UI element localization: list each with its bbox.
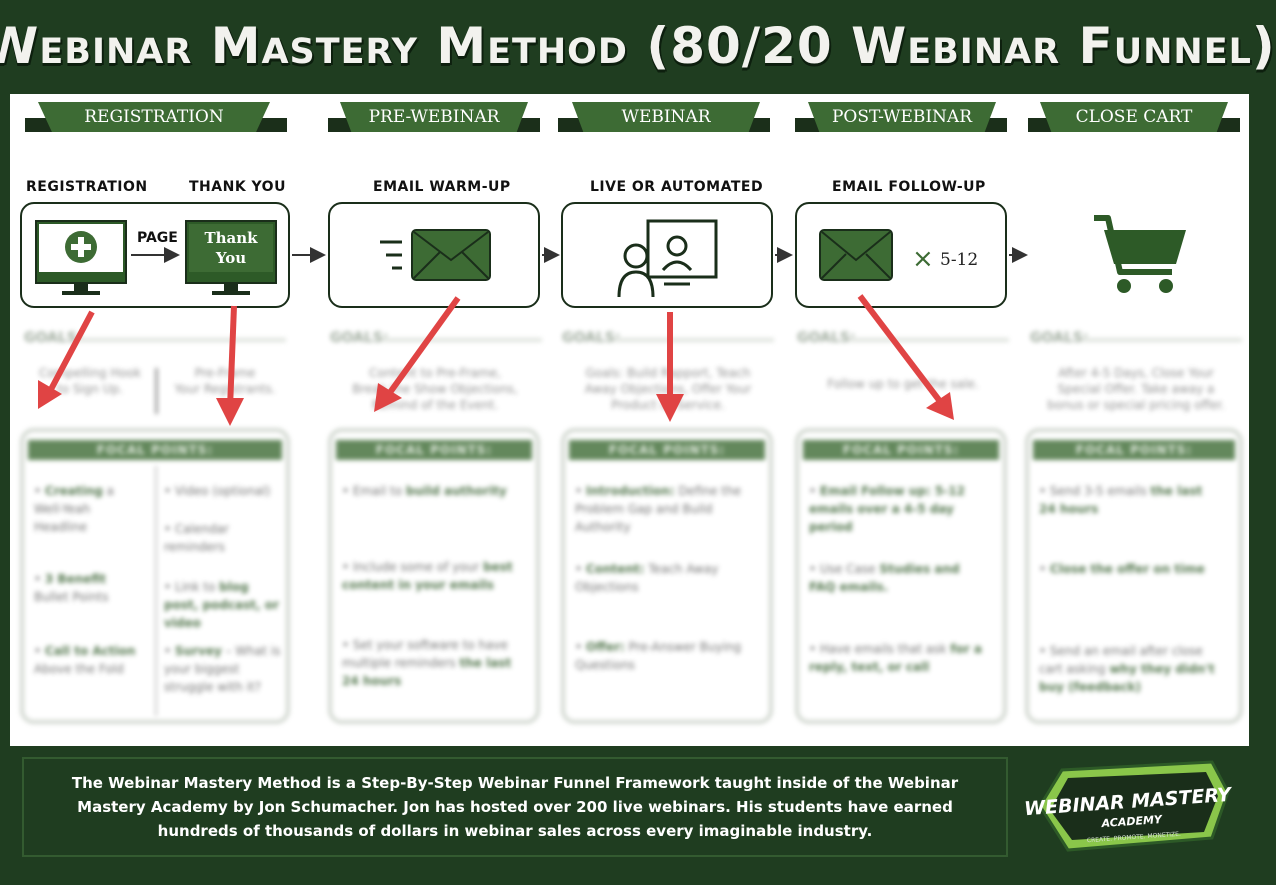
goals-text: Follow up to get the sale. <box>797 376 1009 392</box>
red-arrow <box>38 310 95 409</box>
focal-item: • Offer: Pre-Answer Buying Questions <box>575 640 742 672</box>
focal-header: FOCAL POINTS: <box>569 440 765 460</box>
stage-banner-webinar: WEBINAR <box>572 102 760 132</box>
focal-item: • Creating a Well-Yeah Headline <box>34 484 115 534</box>
sublabel-email-followup: EMAIL FOLLOW-UP <box>832 179 986 195</box>
goals-title: GOALS: <box>1030 330 1089 346</box>
goals-line-text: After 4-5 Days, Close Your <box>1058 366 1214 380</box>
registration-monitor-icon <box>35 220 127 295</box>
focal-header: FOCAL POINTS: <box>803 440 999 460</box>
goals-line-text: Remind of the Event. <box>371 398 499 412</box>
focal-item: • 3 Benefit Bullet Points <box>34 572 109 604</box>
goals-divider <box>76 338 286 342</box>
goals-line-text: bonus or special pricing offer. <box>1047 398 1225 412</box>
focal-item: • Video (optional) <box>164 484 271 498</box>
focal-item: • Email to build authority <box>342 484 507 498</box>
goals-title: GOALS: <box>330 330 389 346</box>
goals-separator <box>155 368 158 414</box>
focal-item: • Set your software to have multiple rem… <box>342 638 512 688</box>
goals-text: Pre-Frame Your Registrants. <box>165 365 285 397</box>
focal-item: • Have emails that ask for a reply, text… <box>809 642 982 674</box>
focal-box-pre-webinar: FOCAL POINTS: • Email to build authority… <box>328 428 540 724</box>
focal-item: • Introduction: Define the Problem Gap a… <box>575 484 741 534</box>
goals-line-text: Pre-Frame <box>194 366 256 380</box>
goals-divider <box>614 338 774 342</box>
goals-line-text: Special Offer. Take away a <box>1057 382 1215 396</box>
focal-item: • Include some of your best content in y… <box>342 560 513 592</box>
stage-banner-pre-webinar: PRE-WEBINAR <box>340 102 528 132</box>
focal-item: • Call to Action Above the Fold <box>34 644 136 676</box>
focal-box-webinar: FOCAL POINTS: • Introduction: Define the… <box>561 428 773 724</box>
goals-line-text: to Sign Up. <box>56 382 124 396</box>
academy-logo: WEBINAR MASTERY ACADEMY CREATE. PROMOTE.… <box>1023 760 1234 852</box>
sublabel-live-or-automated: LIVE OR AUTOMATED <box>590 179 764 195</box>
sublabel-registration: REGISTRATION <box>26 179 148 195</box>
cart-icon <box>1094 215 1186 293</box>
sublabel-email-warmup: EMAIL WARM-UP <box>373 179 511 195</box>
goals-title: GOALS: <box>24 330 83 346</box>
red-arrow <box>216 305 244 426</box>
stage-banner-close-cart: CLOSE CART <box>1040 102 1228 132</box>
goals-title: GOALS: <box>562 330 621 346</box>
times-icon: × <box>912 244 934 274</box>
sublabel-thank-you: THANK YOU <box>189 179 286 195</box>
red-arrows <box>38 294 954 426</box>
goals-text: After 4-5 Days, Close Your Special Offer… <box>1030 365 1242 413</box>
focal-item: • Content: Teach Away Objections <box>575 562 719 594</box>
focal-header: FOCAL POINTS: <box>1033 440 1235 460</box>
goals-line-text: Follow up to get the sale. <box>827 377 979 391</box>
red-arrow <box>374 296 461 412</box>
focal-item: • Calendar reminders <box>164 522 229 554</box>
focal-item: • Close the offer on time <box>1039 562 1205 576</box>
stage-banner-registration: REGISTRATION <box>38 102 270 132</box>
red-arrow <box>656 312 684 422</box>
focal-box-post-webinar: FOCAL POINTS: • Email Follow up: 5-12 em… <box>795 428 1007 724</box>
focal-box-close-cart: FOCAL POINTS: • Send 3-5 emails the last… <box>1025 428 1243 724</box>
focal-header: FOCAL POINTS: <box>28 440 282 460</box>
followup-email-icon <box>819 229 893 281</box>
goals-title: GOALS: <box>797 330 856 346</box>
goals-divider <box>1082 338 1242 342</box>
focal-item: • Send an email after close cart asking … <box>1039 644 1215 694</box>
focal-item: • Survey – What is your biggest struggle… <box>164 644 281 694</box>
goals-divider <box>382 338 542 342</box>
focal-box-registration: FOCAL POINTS: • Creating a Well-Yeah Hea… <box>20 428 290 724</box>
thank-you-monitor-icon: Thank You <box>185 220 277 295</box>
focal-separator <box>155 466 157 716</box>
page-title: Webinar Mastery Method (80/20 Webinar Fu… <box>0 17 1276 75</box>
logo-subtitle: ACADEMY <box>1100 813 1163 830</box>
focal-item: • Send 3-5 emails the last 24 hours <box>1039 484 1203 516</box>
footer-description: The Webinar Mastery Method is a Step-By-… <box>22 757 1008 857</box>
focal-item: • Link to blog post, podcast, or video <box>164 580 279 630</box>
focal-item: • Email Follow up: 5-12 emails over a 4-… <box>809 484 965 534</box>
page-label: PAGE <box>137 230 178 246</box>
focal-header: FOCAL POINTS: <box>336 440 532 460</box>
red-arrow <box>857 294 954 420</box>
presenter-icon <box>617 219 718 298</box>
goals-divider <box>849 338 1009 342</box>
stage-banner-post-webinar: POST-WEBINAR <box>808 102 996 132</box>
followup-count: 5-12 <box>940 250 979 270</box>
email-icon <box>380 229 491 281</box>
thank-text: Thank <box>204 229 258 247</box>
you-text: You <box>215 249 246 267</box>
focal-item: • Use Case Studies and FAQ emails. <box>809 562 960 594</box>
goals-line-text: Your Registrants. <box>174 382 276 396</box>
